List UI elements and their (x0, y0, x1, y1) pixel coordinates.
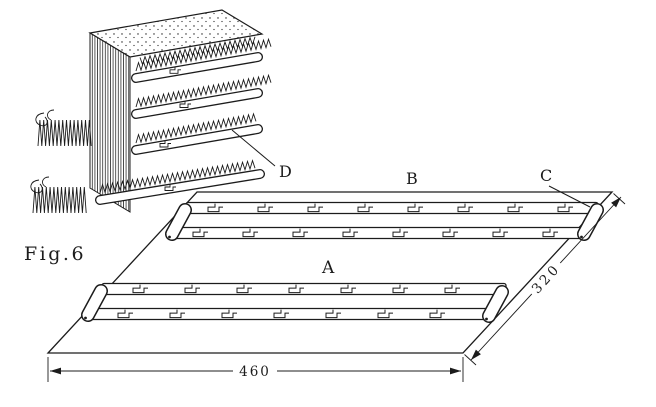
arrowhead-left-icon (50, 367, 61, 375)
rail-assembly-lower (84, 282, 506, 321)
extension-line (464, 354, 477, 366)
dim-text-mask (525, 256, 567, 300)
spring-zigzag (99, 159, 256, 194)
label-d: D (279, 162, 292, 181)
leader-line-d (231, 129, 276, 167)
label-a: A (321, 258, 335, 278)
stack-slat (131, 88, 263, 119)
stack-slat (131, 124, 263, 155)
dim-width-value: 460 (239, 364, 271, 380)
arrowhead-top-icon (611, 197, 621, 208)
fringe-hook-icon (30, 179, 43, 194)
leader-line-c (548, 185, 591, 208)
fin-stack-assembly (30, 9, 272, 214)
dimension-width: 460 (47, 357, 464, 382)
fringe-hook-icon (35, 112, 48, 127)
stack-slat (131, 52, 263, 83)
label-c: C (540, 166, 552, 185)
spring-zigzag (135, 73, 272, 108)
fringe-hook-icon (47, 109, 55, 121)
dim-text-mask (233, 363, 277, 379)
rail-upper-front (185, 201, 599, 215)
figure-caption: Fig.6 (24, 243, 86, 265)
spring-zigzag (135, 37, 272, 72)
rail-upper-back (170, 226, 584, 240)
dimension-depth: 320 (464, 193, 626, 366)
spring-zigzag (135, 112, 257, 144)
rail-assembly-upper (168, 201, 599, 240)
stack-fin-face (89, 32, 131, 213)
wire-fringe (37, 119, 92, 147)
stack-slat-bottom (95, 169, 265, 205)
label-b: B (406, 169, 418, 188)
arrowhead-bottom-icon (471, 349, 481, 360)
fringe-hook-icon (42, 176, 50, 188)
wire-fringe (32, 186, 87, 214)
arrowhead-right-icon (450, 367, 461, 375)
